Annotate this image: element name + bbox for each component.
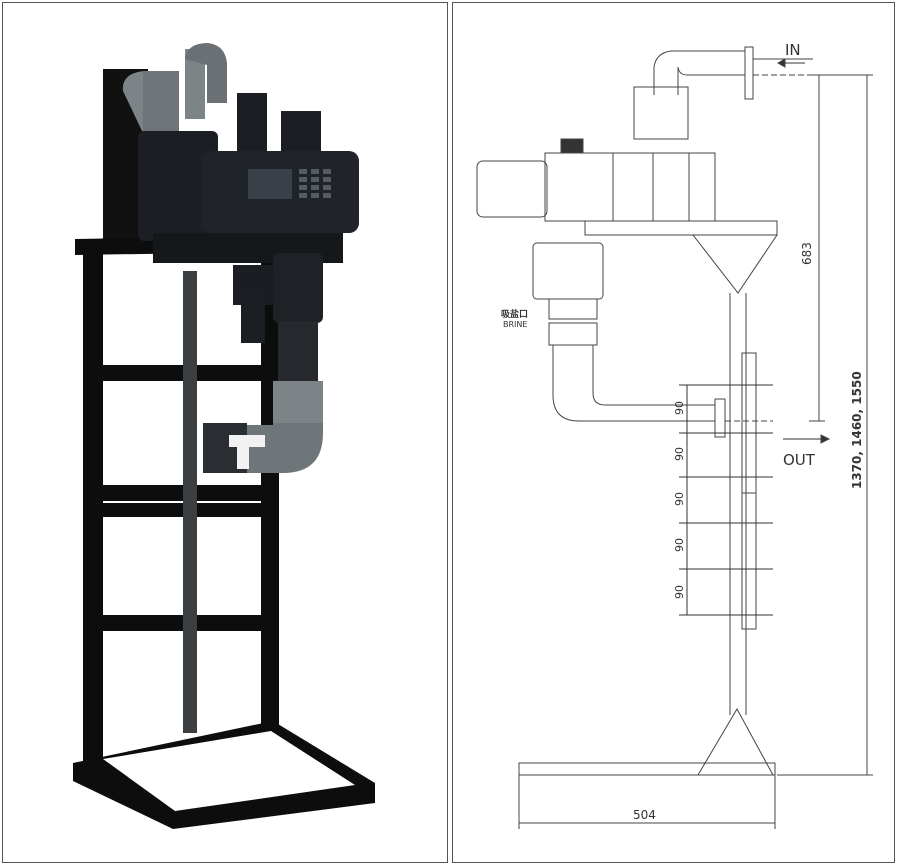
spacing-4: 90 — [673, 538, 686, 552]
bolt-marks — [679, 384, 773, 616]
product-photo-panel — [2, 2, 448, 863]
inlet-label: IN — [785, 41, 801, 59]
motor — [476, 160, 548, 218]
keypad — [299, 169, 331, 198]
dim-height: 1370, 1460, 1550 — [850, 371, 864, 489]
base-rail — [518, 762, 776, 776]
stand-frame — [73, 235, 375, 829]
bottom-gusset — [697, 707, 774, 776]
top-gusset — [691, 234, 778, 294]
spacing-2: 90 — [673, 447, 686, 461]
sample-tap — [203, 423, 265, 473]
spacing-1: 90 — [673, 401, 686, 415]
product-photo — [73, 43, 375, 829]
outlet-label: OUT — [783, 451, 816, 469]
dim-683: 683 — [800, 242, 814, 265]
inlet-elbow — [653, 46, 813, 100]
spacing-3: 90 — [673, 492, 686, 506]
outlet-elbow — [552, 345, 715, 422]
technical-drawing: IN OUT 吸盐口 BRINE — [476, 41, 873, 829]
dim-height-line — [777, 74, 873, 776]
brine-dip-tube — [183, 271, 197, 733]
injector-body — [532, 242, 604, 300]
valve-cap — [560, 138, 584, 154]
control-valve — [138, 131, 359, 323]
lcd-display — [248, 169, 292, 199]
valve-head — [633, 86, 689, 140]
brine-label-cn: 吸盐口 — [501, 308, 528, 320]
outlet-flange — [714, 398, 726, 438]
stand-column — [729, 293, 757, 715]
dimension-drawing-panel: IN OUT 吸盐口 BRINE — [452, 2, 895, 863]
spacing-5: 90 — [673, 585, 686, 599]
dim-width: 504 — [633, 808, 656, 822]
brine-label-en: BRINE — [503, 320, 527, 329]
outlet-union — [548, 322, 598, 346]
dim-width-line — [518, 775, 776, 829]
mounting-plate — [584, 220, 778, 236]
lower-union — [548, 298, 598, 320]
